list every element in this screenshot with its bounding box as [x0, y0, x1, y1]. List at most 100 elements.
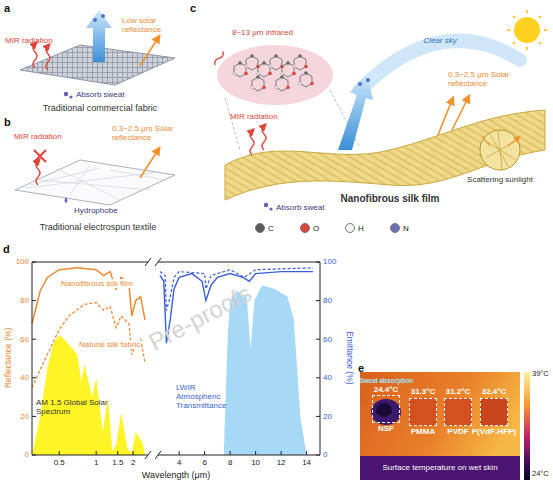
image-caption: Surface temperature on wet skin: [382, 463, 497, 472]
tick: [316, 262, 320, 263]
tick: [316, 455, 320, 456]
atom-swatch: [300, 223, 310, 233]
electrospun-textile: [15, 150, 175, 205]
tick-label: 20: [323, 412, 332, 421]
solar-label: Low solar reflectance: [122, 16, 182, 34]
tick-label: 80: [20, 296, 29, 305]
sample-node: 31.3°C PMMA: [409, 387, 437, 436]
solar-label: 0.3~2.5 μm Solar reflectance: [112, 124, 180, 142]
tick-label: 0: [25, 450, 29, 459]
sky-label: Clear sky: [423, 36, 456, 45]
tick: [316, 339, 320, 340]
tick-label: 40: [20, 373, 29, 382]
sample-box: [372, 395, 400, 423]
tick-label: 8: [228, 458, 232, 467]
legend-item: N: [390, 223, 409, 233]
sample-text: PMMA: [411, 427, 435, 437]
tick-label: 40: [323, 373, 332, 382]
tick: [32, 377, 36, 378]
tick: [316, 416, 320, 417]
tick-label: 0: [323, 450, 327, 459]
panel-letter: e: [358, 362, 364, 375]
series-label: Natural silk fabric: [78, 340, 141, 349]
sample-text: NSF: [378, 424, 394, 434]
sample-box: [409, 398, 437, 426]
series-label: Nanofibrous silk film: [60, 279, 134, 288]
tick: [32, 300, 36, 301]
tick: [133, 451, 134, 455]
scatter-label: Scattering sunlight: [467, 175, 533, 184]
sample-text: 31.2°C: [446, 387, 471, 397]
tick: [96, 451, 97, 455]
tick: [306, 451, 307, 455]
legend-text: N: [403, 224, 409, 233]
tick: [59, 451, 60, 455]
legend-text: C: [268, 224, 274, 233]
thermal-image: [360, 372, 530, 480]
spectrum-label: LWIR Atmospheric Transmittance: [176, 383, 236, 411]
reflectance-curve: [32, 268, 145, 324]
legend-item: C: [255, 223, 274, 233]
tick-label: 60: [323, 335, 332, 344]
axis-title: Emittance (%): [344, 331, 354, 384]
atom-swatch: [255, 223, 265, 233]
tick-label: 100: [16, 257, 29, 266]
legend-item: H: [345, 223, 364, 233]
sample-text: 32.4°C: [482, 387, 507, 397]
legend-text: O: [313, 224, 319, 233]
sweat-label: Absorb sweat: [76, 90, 124, 99]
tick: [117, 451, 118, 455]
mir-label: MIR radiation: [14, 132, 62, 141]
atom-swatch: [345, 223, 355, 233]
sample-text: Sweat absorption: [359, 377, 413, 385]
film-label: Nanofibrous silk film: [341, 193, 440, 205]
tick-label: 2: [131, 458, 135, 467]
caption: Traditional commercial fabric: [43, 103, 158, 113]
sample-box: [480, 398, 508, 426]
solar-label: 0.3~2.5 μm Solar reflectance: [448, 70, 520, 88]
tick-label: 4: [177, 458, 181, 467]
sample-text: P(VdF-HFP): [472, 427, 516, 437]
sample-text: PVDF: [447, 427, 468, 437]
solar-spectrum-fill: [32, 335, 145, 455]
legend-text: H: [358, 224, 364, 233]
tick: [32, 262, 36, 263]
tick: [32, 339, 36, 340]
panel-letter: d: [3, 243, 10, 256]
mir-label: MIR radiation: [230, 112, 278, 121]
sample-node: 31.2°C PVDF: [444, 387, 472, 436]
tick: [230, 451, 231, 455]
tick-label: 60: [20, 335, 29, 344]
axis-title: Wavelength (μm): [142, 470, 210, 480]
tick-label: 10: [251, 458, 260, 467]
reflectance-curve: [32, 303, 145, 388]
tick-label: 6: [202, 458, 206, 467]
tick: [316, 300, 320, 301]
tick: [281, 451, 282, 455]
sample-text: 31.3°C: [411, 387, 436, 397]
atom-swatch: [390, 223, 400, 233]
mir-label: MIR radiation: [5, 36, 53, 45]
sample-node: Sweat absorption24.4°CNSF: [359, 377, 413, 434]
tick-label: 100: [323, 257, 336, 266]
tick: [32, 416, 36, 417]
legend-item: O: [300, 223, 319, 233]
hydrophobe-label: Hydrophobe: [74, 206, 118, 215]
axis-title: Reflectance (%): [4, 328, 14, 388]
tick-label: 80: [323, 296, 332, 305]
spectrum-label: AM 1.5 Global Solar Spectrum: [36, 398, 108, 416]
caption: Traditional electrospun textile: [40, 222, 157, 232]
tick-marks: [32, 262, 320, 455]
colorbar-label: 24°C: [532, 470, 549, 479]
tick-label: 20: [20, 412, 29, 421]
panel-letter: c: [190, 2, 196, 15]
tick-label: 12: [277, 458, 286, 467]
tick: [255, 451, 256, 455]
panel-letter: a: [4, 2, 10, 15]
tick-label: 14: [302, 458, 311, 467]
tick-label: 0.5: [54, 458, 65, 467]
tick: [316, 377, 320, 378]
sample-node: 32.4°C P(VdF-HFP): [472, 387, 516, 436]
colorbar-label: 39°C: [532, 370, 549, 379]
panel-letter: b: [4, 116, 11, 129]
